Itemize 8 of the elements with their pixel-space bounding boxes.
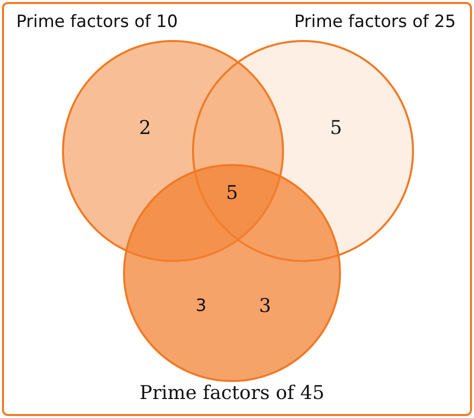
set-element: Prime factors of 45 [140, 382, 324, 404]
set-title: Prime factors of 10 [16, 12, 178, 32]
set-element: 5 [226, 182, 238, 204]
set-title: Prime factors of 25 [294, 12, 456, 32]
set-element: 5 [330, 117, 342, 139]
set-title: 3 [196, 296, 206, 316]
set-element: 2 [138, 117, 152, 139]
set-element: 3 [258, 295, 272, 317]
